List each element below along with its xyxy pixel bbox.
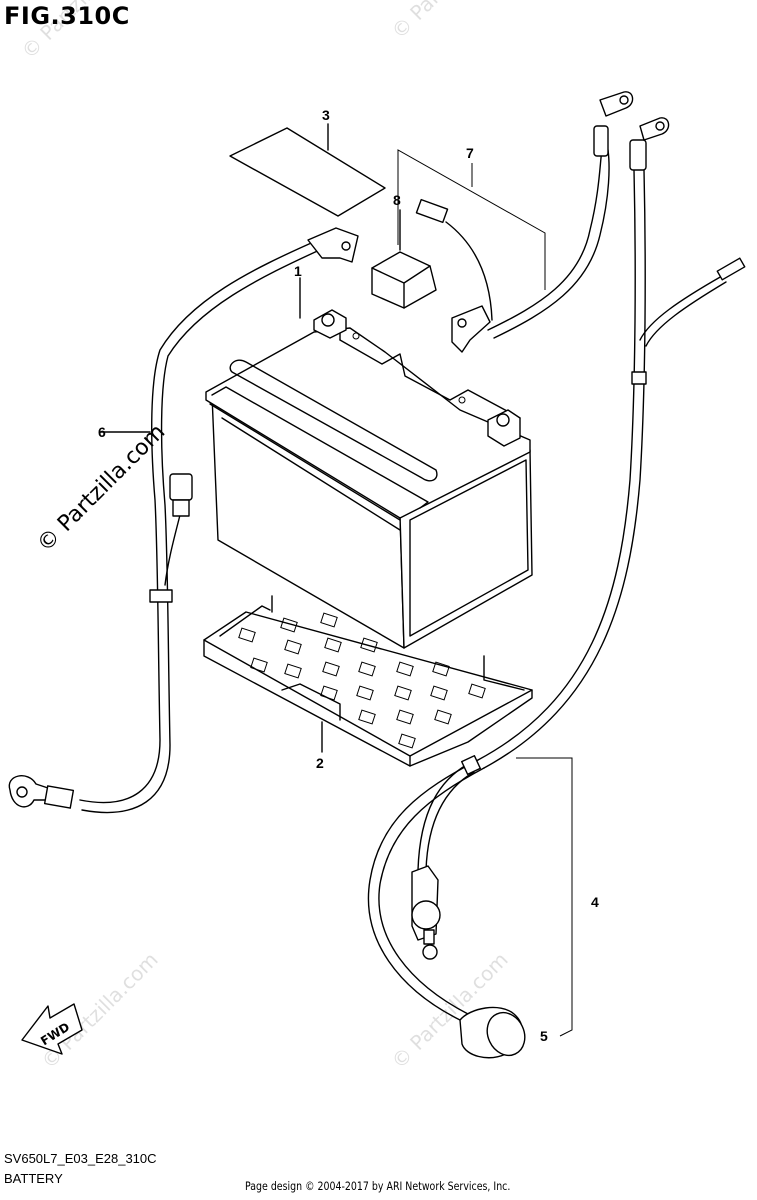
- callout-5: 5: [540, 1028, 548, 1044]
- battery: [205, 277, 533, 649]
- page-credit: Page design © 2004-2017 by ARI Network S…: [245, 1179, 511, 1193]
- callout-bracket-7: [397, 149, 546, 290]
- section-name: BATTERY: [4, 1171, 63, 1186]
- tray-slots: [238, 612, 486, 749]
- callouts: 1 2 3 4 5 6 7 8: [98, 107, 599, 1044]
- callout-2: 2: [316, 755, 324, 771]
- callout-1: 1: [294, 263, 302, 279]
- right-cable: [477, 117, 746, 769]
- watermark-main: © Partzilla.com: [33, 420, 171, 558]
- connector-cap: [371, 209, 437, 309]
- callout-3: 3: [322, 107, 330, 123]
- positive-cable: [451, 91, 634, 353]
- callout-6: 6: [98, 424, 106, 440]
- callout-7: 7: [466, 145, 474, 161]
- callout-4: 4: [591, 894, 599, 910]
- negative-cable: [8, 227, 359, 814]
- figure-title: FIG.310C: [4, 2, 130, 30]
- model-code: SV650L7_E03_E28_310C: [4, 1151, 157, 1166]
- battery-tray: [203, 595, 533, 767]
- watermark-text: © Partzilla.com: [17, 0, 143, 64]
- watermark-text: © Partzilla.com: [387, 0, 513, 44]
- lower-cable: [367, 754, 573, 1059]
- watermark-text: © Partzilla.com: [37, 947, 163, 1073]
- small-connector: [415, 198, 493, 321]
- label-sheet: [229, 123, 386, 217]
- callout-8: 8: [393, 192, 401, 208]
